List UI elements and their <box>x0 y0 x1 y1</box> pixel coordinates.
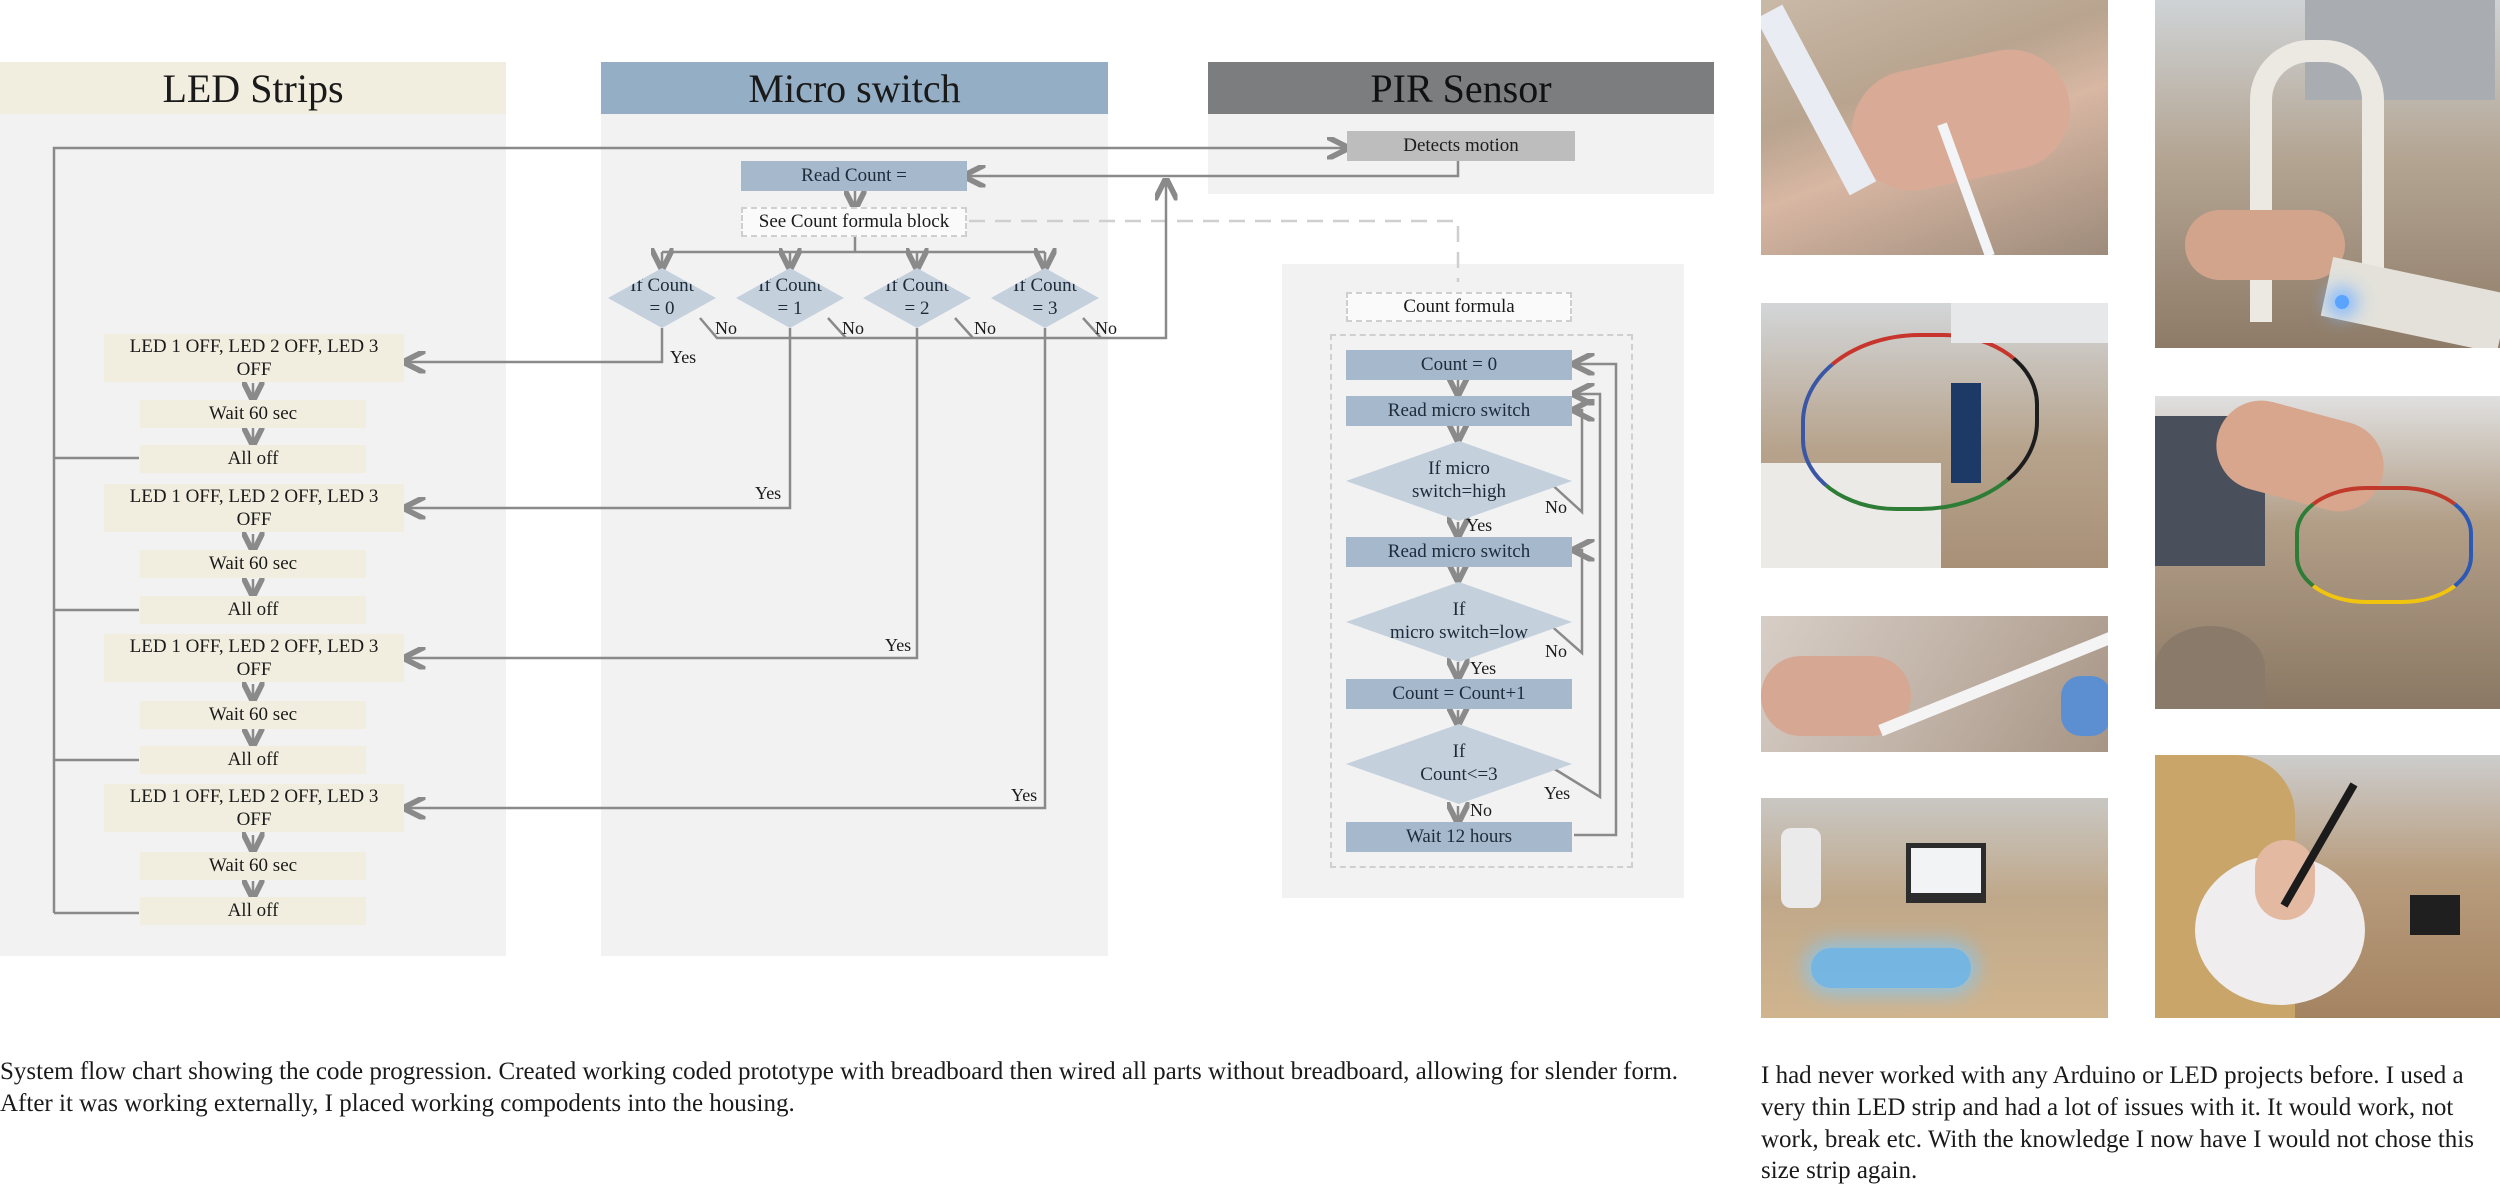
photo-breadboard-wiring <box>1761 303 2108 568</box>
yes-label-0: Yes <box>670 347 697 367</box>
pir-sensor-lane-title: PIR Sensor <box>1208 62 1714 114</box>
detects-motion-box: Detects motion <box>1347 131 1575 161</box>
wait-60-box-2: Wait 60 sec <box>140 550 366 578</box>
count-zero-box: Count = 0 <box>1346 350 1572 380</box>
led-state-box-3: LED 1 OFF, LED 2 OFF, LED 3 OFF <box>104 634 404 682</box>
no-label-3: No <box>1095 318 1117 338</box>
led-strips-lane-title: LED Strips <box>0 62 506 114</box>
wait-60-box-1: Wait 60 sec <box>140 400 366 428</box>
learning-caption: I had never worked with any Arduino or L… <box>1761 1062 2474 1185</box>
formula-no-label-2: No <box>1545 641 1567 661</box>
photo-led-strip-closeup <box>1761 616 2108 752</box>
led-state-box-1: LED 1 OFF, LED 2 OFF, LED 3 OFF <box>104 334 404 382</box>
photo-workbench <box>1761 798 2108 1018</box>
formula-yes-label-1: Yes <box>1466 515 1493 535</box>
all-off-box-1: All off <box>140 445 366 473</box>
read-count-box: Read Count = <box>741 161 967 191</box>
all-off-box-4: All off <box>140 897 366 925</box>
all-off-box-2: All off <box>140 596 366 624</box>
count-increment-box: Count = Count+1 <box>1346 679 1572 709</box>
count-formula-title: Count formula <box>1346 292 1572 322</box>
formula-yes-label-3: Yes <box>1544 783 1571 803</box>
formula-no-label-1: No <box>1545 497 1567 517</box>
wait-60-box-4: Wait 60 sec <box>140 852 366 880</box>
no-label-2: No <box>974 318 996 338</box>
led-state-box-4: LED 1 OFF, LED 2 OFF, LED 3 OFF <box>104 784 404 832</box>
formula-yes-label-2: Yes <box>1470 658 1497 678</box>
wait-60-box-3: Wait 60 sec <box>140 701 366 729</box>
yes-label-1: Yes <box>755 483 782 503</box>
yes-label-3: Yes <box>1011 785 1038 805</box>
led-state-box-2: LED 1 OFF, LED 2 OFF, LED 3 OFF <box>104 484 404 532</box>
read-micro-switch-box-1: Read micro switch <box>1346 396 1572 426</box>
flowchart-caption: System flow chart showing the code progr… <box>0 1058 1679 1117</box>
no-label-1: No <box>842 318 864 338</box>
see-formula-box: See Count formula block <box>741 207 967 237</box>
wait-12-hours-box: Wait 12 hours <box>1346 822 1572 852</box>
photo-soldering <box>2155 755 2500 1018</box>
yes-label-2: Yes <box>885 635 912 655</box>
photo-housing-loop <box>2155 0 2500 348</box>
micro-switch-lane <box>601 62 1108 956</box>
photo-wired-components <box>2155 396 2500 709</box>
read-micro-switch-box-2: Read micro switch <box>1346 537 1572 567</box>
all-off-box-3: All off <box>140 746 366 774</box>
no-label-0: No <box>715 318 737 338</box>
micro-switch-lane-title: Micro switch <box>601 62 1108 114</box>
formula-no-label-3: No <box>1470 800 1492 820</box>
photo-hand-led-strip <box>1761 0 2108 255</box>
